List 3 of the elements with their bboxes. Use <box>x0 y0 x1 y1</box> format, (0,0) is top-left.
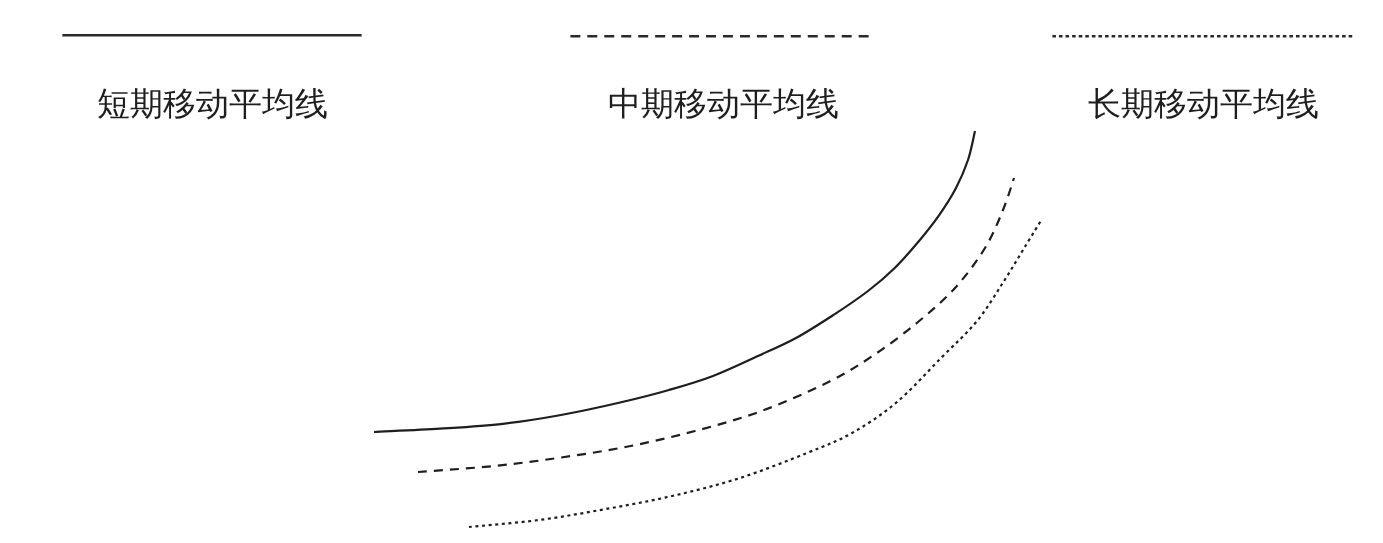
legend-label: 长期移动平均线 <box>1087 86 1319 122</box>
legend-label: 中期移动平均线 <box>607 86 839 122</box>
legend-label: 短期移动平均线 <box>96 86 328 122</box>
